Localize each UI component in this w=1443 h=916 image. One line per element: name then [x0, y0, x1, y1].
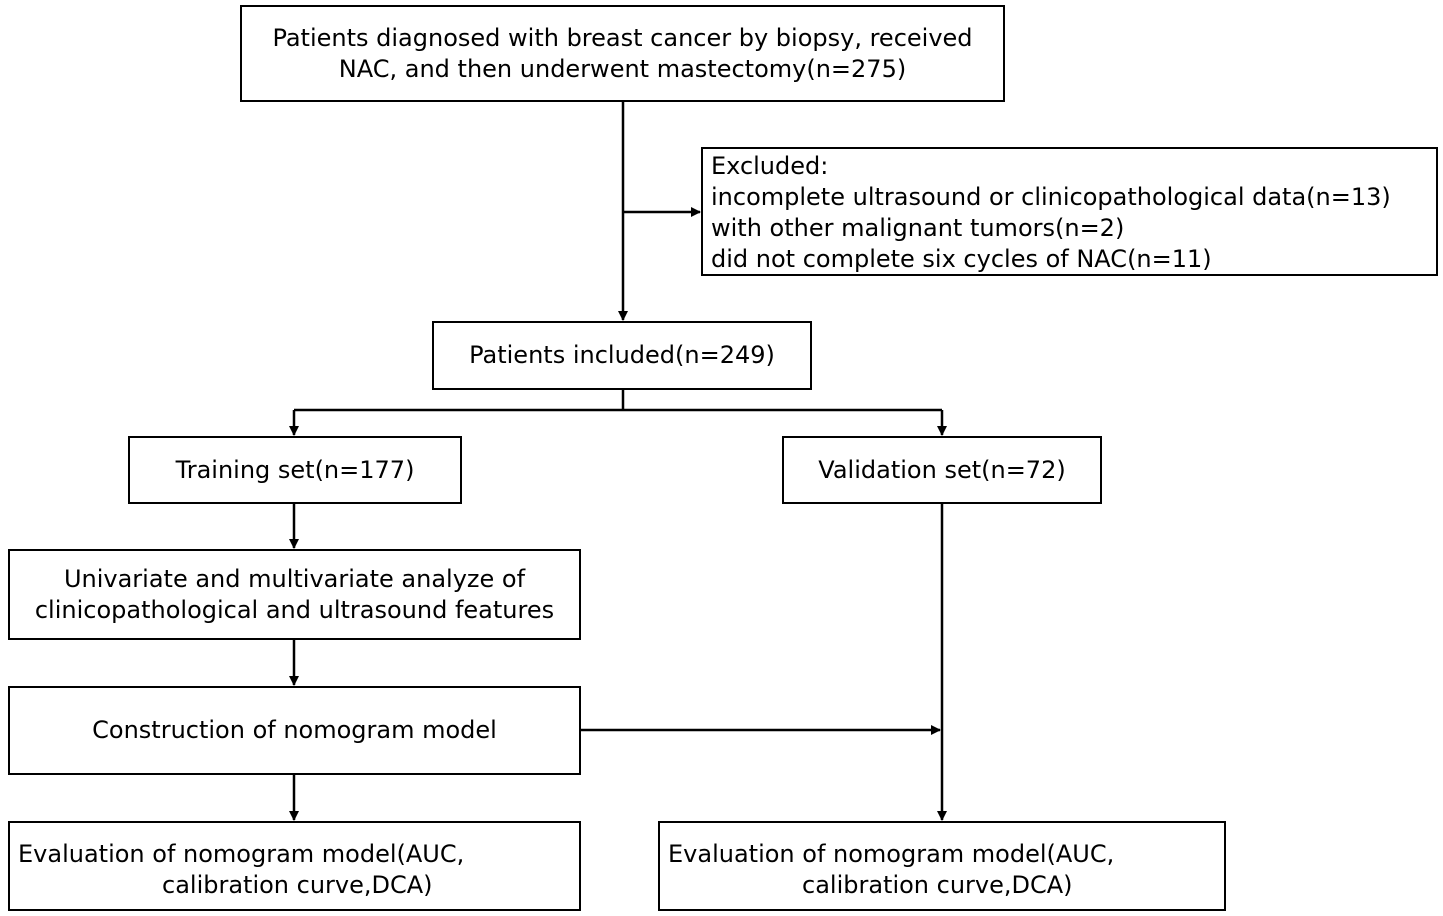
excluded-box: Excluded: incomplete ultrasound or clini… — [701, 147, 1438, 276]
included-patients-box: Patients included(n=249) — [432, 321, 812, 390]
diagnosed-line-1: Patients diagnosed with breast cancer by… — [272, 23, 973, 52]
diagnosed-line-2: NAC, and then underwent mastectomy(n=275… — [338, 54, 907, 83]
analysis-line-2: clinicopathological and ultrasound featu… — [34, 595, 555, 624]
training-label: Training set(n=177) — [175, 455, 415, 484]
included-label: Patients included(n=249) — [469, 341, 775, 369]
evaluation-validation-line-2: calibration curve,DCA) — [802, 871, 1073, 899]
evaluation-validation-box: Evaluation of nomogram model(AUC, calibr… — [658, 821, 1226, 911]
excluded-item: incomplete ultrasound or clinicopatholog… — [711, 183, 1391, 211]
excluded-item: with other malignant tumors(n=2) — [711, 214, 1125, 242]
training-set-box: Training set(n=177) — [128, 436, 462, 504]
construction-label: Construction of nomogram model — [92, 716, 497, 744]
excluded-item: did not complete six cycles of NAC(n=11) — [711, 245, 1212, 273]
evaluation-validation-line-1: Evaluation of nomogram model(AUC, — [668, 840, 1115, 868]
construction-box: Construction of nomogram model — [8, 686, 581, 775]
evaluation-training-line-1: Evaluation of nomogram model(AUC, — [18, 840, 465, 868]
diagnosed-patients-box: Patients diagnosed with breast cancer by… — [240, 5, 1005, 102]
excluded-heading: Excluded: — [711, 152, 829, 180]
evaluation-training-line-2: calibration curve,DCA) — [162, 871, 433, 899]
analysis-box: Univariate and multivariate analyze of c… — [8, 549, 581, 640]
evaluation-training-box: Evaluation of nomogram model(AUC, calibr… — [8, 821, 581, 911]
analysis-line-1: Univariate and multivariate analyze of — [63, 564, 526, 593]
validation-set-box: Validation set(n=72) — [782, 436, 1102, 504]
validation-label: Validation set(n=72) — [818, 455, 1066, 484]
